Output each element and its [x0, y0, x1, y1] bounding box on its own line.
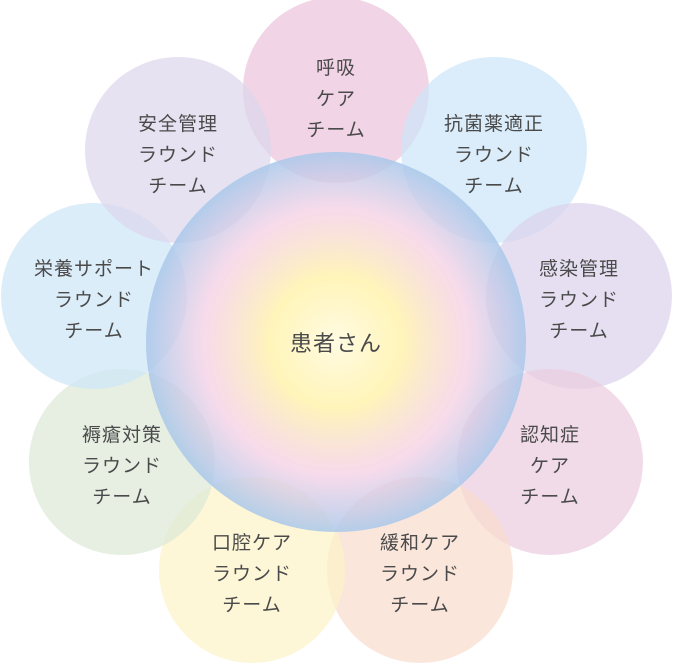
- center-circle: [146, 152, 526, 532]
- team-label-infection-control: 感染管理ラウンドチーム: [538, 258, 619, 342]
- team-label-palliative: 緩和ケアラウンドチーム: [379, 532, 460, 616]
- team-label-antimicrobial: 抗菌薬適正ラウンドチーム: [443, 113, 544, 197]
- team-label-oral-care: 口腔ケアラウンドチーム: [211, 532, 292, 616]
- petal-circle-respiratory: [243, 0, 429, 183]
- team-label-safety: 安全管理ラウンドチーム: [137, 113, 218, 197]
- petal-circle-nutrition: [1, 203, 187, 389]
- petal-circle-infection-control: [486, 203, 672, 389]
- team-label-dementia: 認知症ケアチーム: [519, 424, 580, 508]
- team-label-nutrition: 栄養サポートラウンドチーム: [33, 258, 154, 342]
- center-label: 患者さん: [289, 332, 383, 357]
- team-label-respiratory: 呼吸ケアチーム: [306, 57, 366, 141]
- team-label-pressure-ulcer: 褥瘡対策ラウンドチーム: [81, 424, 162, 508]
